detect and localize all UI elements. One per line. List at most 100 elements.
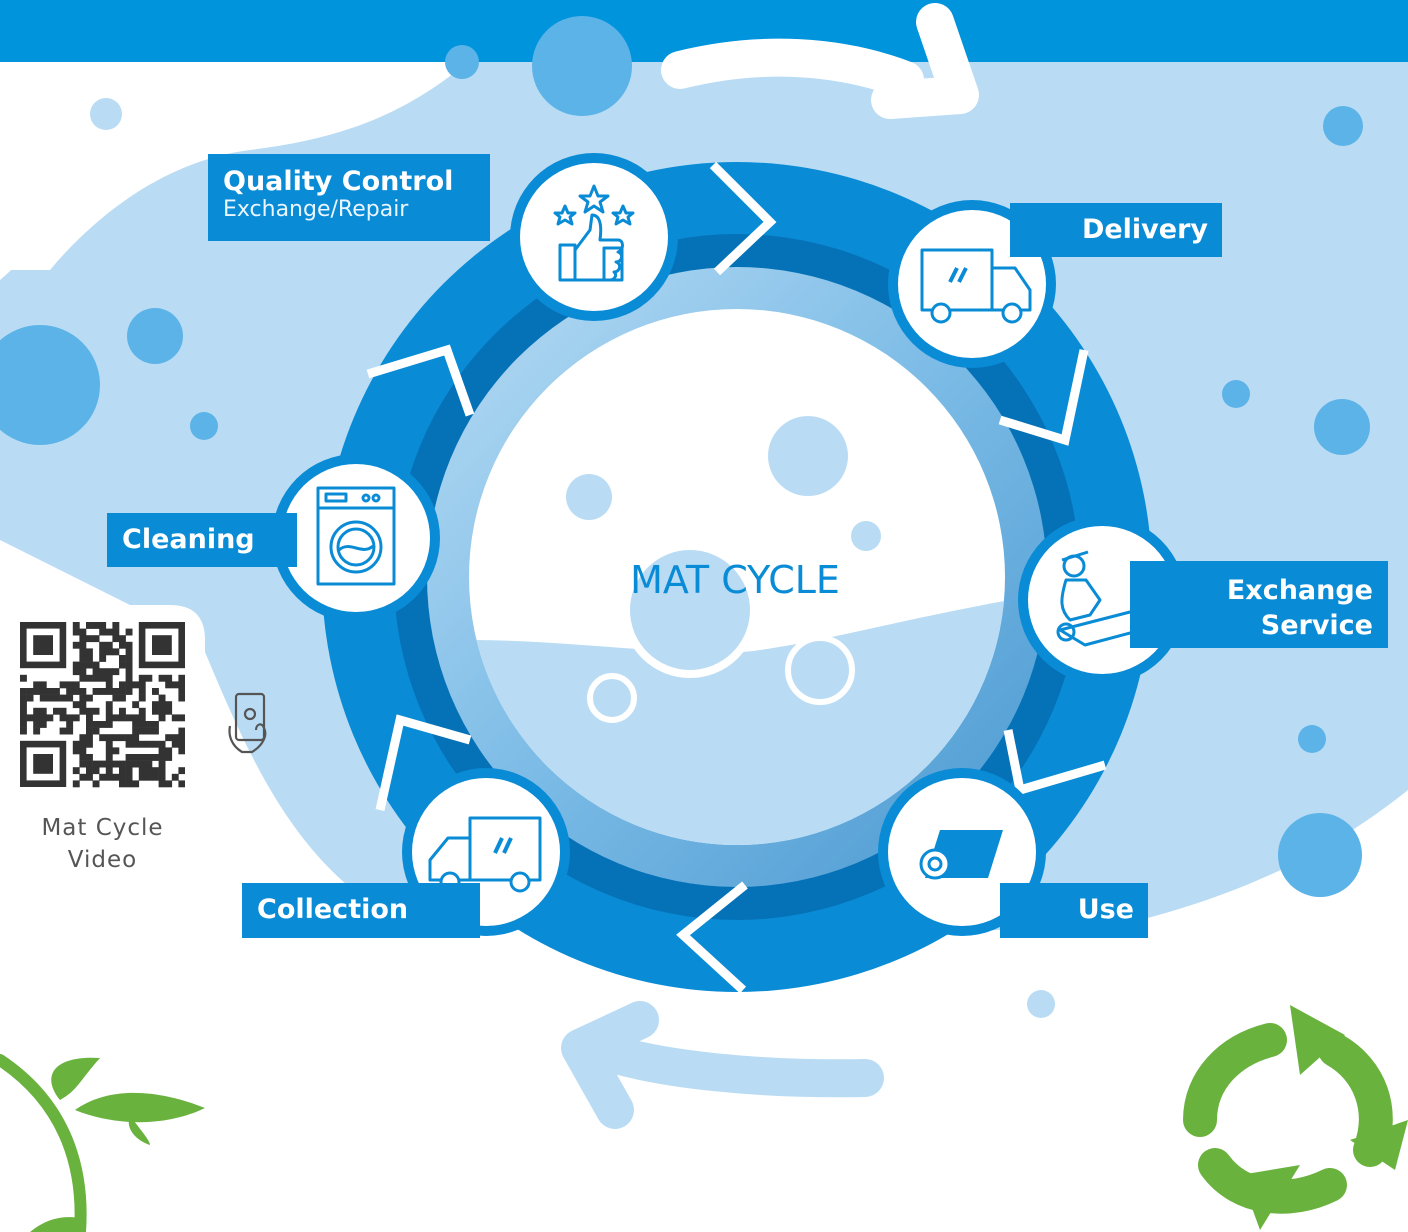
center-title: MAT CYCLE <box>630 558 840 602</box>
qr-module <box>72 668 80 676</box>
rolled-mat-icon <box>919 830 1003 880</box>
qr-module <box>171 681 179 689</box>
qr-module <box>20 688 27 695</box>
bubble-white-small <box>90 98 122 130</box>
qr-module <box>152 727 159 735</box>
qr-module <box>158 701 166 709</box>
qr-module <box>138 773 146 781</box>
curved-arrow-left-icon <box>561 1001 884 1129</box>
qr-module <box>92 727 100 735</box>
qr-module <box>105 681 113 689</box>
qr-module <box>105 668 113 676</box>
qr-module <box>79 760 87 768</box>
center-illustration <box>470 416 1005 845</box>
qr-module <box>105 734 113 742</box>
qr-module <box>138 707 146 715</box>
qr-module <box>125 734 133 742</box>
qr-module <box>33 681 41 689</box>
qr-module <box>125 740 133 748</box>
qr-module <box>33 688 41 695</box>
qr-module <box>92 674 100 682</box>
qr-module <box>125 688 133 695</box>
qr-module <box>79 628 87 636</box>
qr-module <box>112 694 120 702</box>
qr-module <box>112 668 120 676</box>
qr-module <box>165 780 173 788</box>
qr-module <box>79 747 87 755</box>
qr-module <box>99 688 107 695</box>
qr-module <box>99 773 107 781</box>
qr-module <box>152 701 159 709</box>
plant-leaf-icon <box>0 1054 205 1232</box>
qr-module <box>145 721 153 728</box>
qr-module <box>158 747 166 755</box>
qr-module <box>152 688 159 695</box>
qr-module <box>33 727 41 735</box>
qr-module <box>145 754 153 761</box>
qr-module <box>79 655 87 662</box>
qr-module <box>125 668 133 676</box>
qr-module <box>46 688 54 695</box>
qr-module <box>119 694 126 702</box>
qr-module <box>165 707 173 715</box>
qr-module <box>178 714 185 722</box>
qr-module <box>20 674 27 682</box>
stage-circle-cleaning <box>272 454 440 622</box>
qr-caption: Mat Cycle Video <box>0 812 205 876</box>
qr-module <box>39 707 47 715</box>
qr-module <box>86 694 93 702</box>
qr-module <box>119 707 126 715</box>
qr-module <box>138 754 146 761</box>
qr-module <box>158 767 166 775</box>
qr-code[interactable] <box>20 622 185 788</box>
qr-module <box>86 767 93 775</box>
qr-module <box>86 754 93 761</box>
collection-truck-icon <box>428 816 542 893</box>
qr-module <box>119 641 126 649</box>
qr-module <box>72 780 80 788</box>
qr-module <box>72 701 80 709</box>
qr-module <box>165 701 173 709</box>
qr-module <box>86 648 93 656</box>
qr-module <box>79 701 87 709</box>
qr-module <box>86 721 93 728</box>
qr-module <box>72 661 80 669</box>
qr-module <box>53 694 60 702</box>
qr-module <box>112 734 120 742</box>
qr-module <box>79 688 87 695</box>
qr-module <box>125 674 133 682</box>
qr-module <box>152 754 159 761</box>
qr-module <box>132 734 140 742</box>
qr-module <box>53 707 60 715</box>
qr-module <box>105 773 113 781</box>
qr-module <box>20 714 27 722</box>
qr-module <box>138 740 146 748</box>
qr-module <box>86 661 93 669</box>
qr-module <box>99 760 107 768</box>
qr-module <box>105 747 113 755</box>
stage-label-cleaning: Cleaning <box>107 513 297 567</box>
qr-module <box>119 688 126 695</box>
qr-module <box>112 635 120 643</box>
thumbs-up-stars-icon <box>553 184 635 282</box>
qr-module <box>39 714 47 722</box>
qr-module <box>66 714 74 722</box>
qr-module <box>99 668 107 676</box>
qr-module <box>152 721 159 728</box>
curved-arrow-right-icon <box>661 3 979 119</box>
qr-module <box>138 694 146 702</box>
qr-module <box>92 622 100 629</box>
qr-module <box>178 767 185 775</box>
qr-module <box>92 760 100 768</box>
qr-module <box>79 661 87 669</box>
washing-machine-icon <box>316 486 396 586</box>
qr-module <box>105 674 113 682</box>
stage-label-use: Use <box>1000 883 1148 938</box>
qr-module <box>138 727 146 735</box>
stage-circle-delivery <box>888 200 1056 368</box>
qr-module <box>39 688 47 695</box>
qr-finder <box>33 754 53 774</box>
qr-module <box>66 721 74 728</box>
qr-module <box>72 641 80 649</box>
qr-module <box>59 714 67 722</box>
